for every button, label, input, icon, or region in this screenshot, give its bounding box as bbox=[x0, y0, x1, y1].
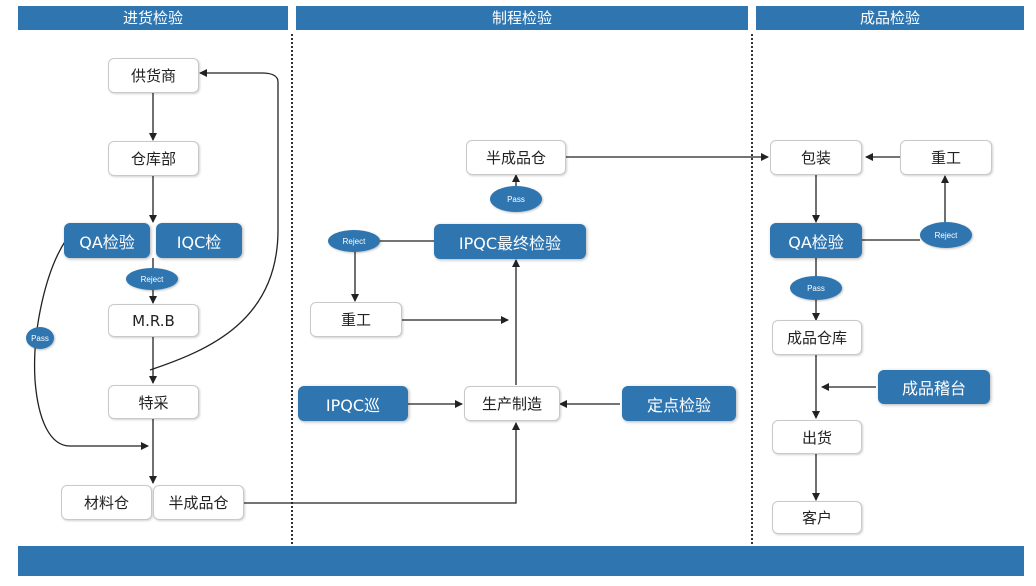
node-fg-warehouse: 成品仓库 bbox=[772, 320, 862, 355]
reject-ellipse: Reject bbox=[920, 222, 972, 248]
node-semi-store-process: 半成品仓 bbox=[466, 140, 566, 175]
node-fixed-point-inspection: 定点检验 bbox=[622, 386, 736, 421]
node-qa-check-finished: QA检验 bbox=[770, 223, 862, 258]
node-production: 生产制造 bbox=[464, 386, 560, 421]
node-supplier: 供货商 bbox=[108, 58, 199, 93]
node-ipqc-final: IPQC最终检验 bbox=[434, 224, 586, 259]
node-packing: 包装 bbox=[770, 140, 862, 175]
header-process-inspection: 制程检验 bbox=[296, 6, 748, 30]
node-rework-finished: 重工 bbox=[900, 140, 992, 175]
node-ipqc-patrol: IPQC巡 bbox=[298, 386, 408, 421]
node-fg-audit: 成品稽台 bbox=[878, 370, 990, 404]
footer-bar bbox=[18, 546, 1024, 576]
node-special-purchase: 特采 bbox=[108, 385, 199, 419]
reject-ellipse: Reject bbox=[328, 230, 380, 252]
divider-left bbox=[291, 34, 293, 544]
header-finished-inspection: 成品检验 bbox=[756, 6, 1024, 30]
node-shipping: 出货 bbox=[772, 420, 862, 454]
reject-ellipse: Reject bbox=[126, 268, 178, 290]
node-material-store: 材料仓 bbox=[61, 485, 152, 520]
pass-ellipse: Pass bbox=[790, 276, 842, 300]
header-incoming-inspection: 进货检验 bbox=[18, 6, 288, 30]
divider-right bbox=[751, 34, 753, 544]
node-warehouse: 仓库部 bbox=[108, 141, 199, 176]
node-mrb: M.R.B bbox=[108, 304, 199, 337]
node-semi-store-incoming: 半成品仓 bbox=[153, 485, 244, 520]
pass-ellipse: Pass bbox=[26, 327, 54, 349]
node-rework-process: 重工 bbox=[310, 302, 402, 337]
node-customer: 客户 bbox=[772, 501, 862, 534]
node-iqc-check: IQC检 bbox=[156, 223, 242, 258]
pass-ellipse: Pass bbox=[490, 186, 542, 212]
node-qa-check: QA检验 bbox=[64, 223, 150, 258]
